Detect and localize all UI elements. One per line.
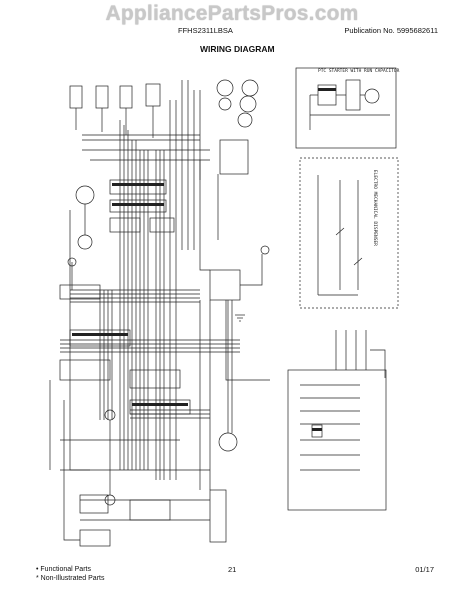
legend: • Functional Parts * Non-Illustrated Par…: [36, 565, 104, 583]
door-switch-group-left: [69, 83, 161, 138]
watermark: AppliancePartsPros.com: [105, 2, 359, 25]
page-title: WIRING DIAGRAM: [200, 44, 275, 54]
dispenser-box: [299, 157, 399, 309]
ground-symbol: [235, 314, 245, 322]
ptc-label: PTC STARTER WITH RUN CAPACITOR: [318, 68, 400, 74]
left-wire-runs: [49, 204, 111, 541]
center-wiring: [199, 160, 270, 490]
page-number: 21: [228, 565, 237, 574]
connector-blocks: [59, 139, 249, 547]
date-code: 01/17: [415, 565, 434, 574]
publication-number: Publication No. 5995682611: [344, 26, 438, 35]
dispenser-label: ELECTRO MECHANICAL DISPENSER: [372, 170, 378, 246]
ptc-starter-box: [295, 67, 397, 149]
connector-pins: [72, 88, 336, 431]
legend-functional: • Functional Parts: [36, 566, 91, 573]
cross-wires: [60, 134, 240, 521]
model-number: FFHS2311LBSA: [178, 26, 233, 35]
legend-non-illustrated: * Non-Illustrated Parts: [36, 575, 105, 582]
control-board: [287, 330, 387, 511]
motors-and-lamps: [67, 79, 270, 506]
